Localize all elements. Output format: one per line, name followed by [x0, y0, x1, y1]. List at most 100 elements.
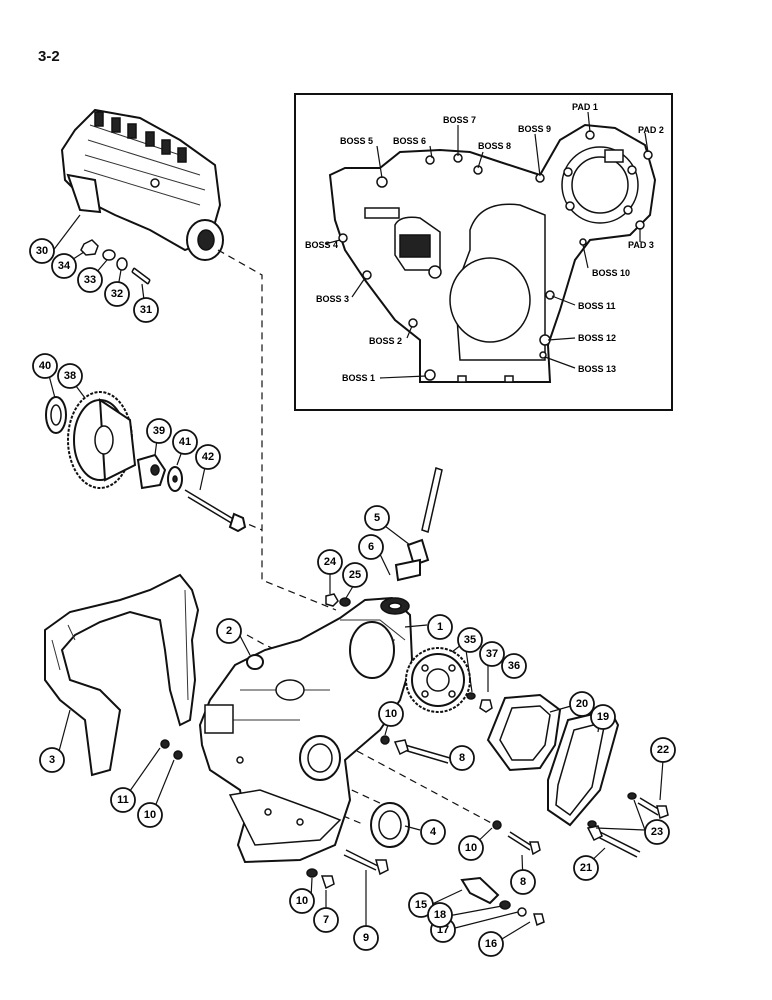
- callout-37: 37: [479, 641, 505, 667]
- callout-19-label: 19: [597, 711, 609, 723]
- callout-10d-label: 10: [144, 809, 156, 821]
- callout-42-label: 42: [202, 451, 214, 463]
- washer-25: [339, 597, 351, 607]
- label-boss-5: BOSS 5: [340, 136, 373, 146]
- callout-30: 30: [29, 238, 55, 264]
- bolt-42: [184, 489, 239, 528]
- callout-34-label: 34: [58, 260, 71, 272]
- callout-41: 41: [172, 429, 198, 455]
- callout-22: 22: [650, 737, 676, 763]
- label-boss-10: BOSS 10: [592, 268, 630, 278]
- access-cover-19: [547, 708, 620, 827]
- label-boss-1: BOSS 1: [342, 373, 375, 383]
- callout-16: 16: [478, 931, 504, 957]
- callout-31-label: 31: [140, 304, 152, 316]
- callout-2: 2: [216, 618, 242, 644]
- label-boss-4: BOSS 4: [305, 240, 338, 250]
- bracket-15: [460, 876, 500, 905]
- callout-8a-label: 8: [459, 752, 465, 764]
- callout-11: 11: [110, 787, 136, 813]
- callout-6: 6: [358, 534, 384, 560]
- callout-34: 34: [51, 253, 77, 279]
- label-pad-1: PAD 1: [572, 102, 598, 112]
- page-number: 3-2: [38, 48, 60, 65]
- callout-38: 38: [57, 363, 83, 389]
- callout-4-label: 4: [430, 826, 437, 838]
- callout-39-label: 39: [153, 425, 165, 437]
- callout-10b-label: 10: [465, 842, 477, 854]
- cam-gear: [405, 647, 471, 713]
- callout-24: 24: [317, 549, 343, 575]
- callout-7: 7: [313, 907, 339, 933]
- callout-22-label: 22: [657, 744, 669, 756]
- callout-32-label: 32: [111, 288, 123, 300]
- callout-31: 31: [133, 297, 159, 323]
- callout-25-label: 25: [349, 569, 361, 581]
- pump-hardware: [80, 239, 151, 285]
- callout-5: 5: [364, 505, 390, 531]
- inset-timing-cover-view: PAD 1 PAD 2 PAD 3 BOSS 5 BOSS 6 BOSS 7 B…: [294, 93, 673, 411]
- washer-33: [102, 249, 116, 261]
- callout-42: 42: [195, 444, 221, 470]
- callout-41-label: 41: [179, 436, 191, 448]
- washer-37: [466, 692, 476, 700]
- callout-8b: 8: [510, 869, 536, 895]
- callout-1-label: 1: [437, 621, 443, 633]
- callout-35-label: 35: [464, 634, 476, 646]
- callout-10b: 10: [458, 835, 484, 861]
- callout-5-label: 5: [374, 512, 380, 524]
- callout-10a-label: 10: [385, 708, 397, 720]
- callout-2-label: 2: [226, 625, 232, 637]
- callout-4: 4: [420, 819, 446, 845]
- callout-7-label: 7: [323, 914, 329, 926]
- callout-25: 25: [342, 562, 368, 588]
- label-boss-7: BOSS 7: [443, 115, 476, 125]
- callout-23-label: 23: [651, 826, 663, 838]
- front-cover-gasket: [44, 573, 200, 777]
- label-boss-2: BOSS 2: [369, 336, 402, 346]
- callout-37-label: 37: [486, 648, 498, 660]
- callout-40: 40: [32, 353, 58, 379]
- callout-40-label: 40: [39, 360, 51, 372]
- label-boss-12: BOSS 12: [578, 333, 616, 343]
- callout-6-label: 6: [368, 541, 374, 553]
- callout-24-label: 24: [324, 556, 337, 568]
- callout-10c: 10: [289, 888, 315, 914]
- callout-10d: 10: [137, 802, 163, 828]
- injection-pump: [60, 108, 224, 261]
- callout-8b-label: 8: [520, 876, 526, 888]
- callout-10c-label: 10: [296, 895, 308, 907]
- bolt-24: [325, 593, 339, 607]
- callout-33-label: 33: [84, 274, 96, 286]
- callout-30-label: 30: [36, 245, 48, 257]
- callout-3: 3: [39, 747, 65, 773]
- callout-23: 23: [644, 819, 670, 845]
- callout-21-label: 21: [580, 862, 592, 874]
- callout-19: 19: [590, 704, 616, 730]
- callout-18: 18: [427, 902, 453, 928]
- bolt-36: [479, 699, 493, 713]
- callout-10a: 10: [378, 701, 404, 727]
- idler-gear-assembly: [45, 391, 247, 533]
- washer-32: [116, 257, 128, 271]
- callout-9: 9: [353, 925, 379, 951]
- callout-9-label: 9: [363, 932, 369, 944]
- cover-gasket-20: [486, 693, 562, 772]
- callout-35: 35: [457, 627, 483, 653]
- callout-36-label: 36: [508, 660, 520, 672]
- callout-20-label: 20: [576, 698, 588, 710]
- label-boss-8: BOSS 8: [478, 141, 511, 151]
- callout-18-label: 18: [434, 909, 446, 921]
- label-boss-9: BOSS 9: [518, 124, 551, 134]
- label-pad-3: PAD 3: [628, 240, 654, 250]
- label-boss-3: BOSS 3: [316, 294, 349, 304]
- sensor-assembly: [380, 467, 443, 615]
- dowel-pin-2: [246, 654, 264, 670]
- callout-38-label: 38: [64, 370, 76, 382]
- callout-11-label: 11: [117, 794, 129, 806]
- callout-20: 20: [569, 691, 595, 717]
- callout-36: 36: [501, 653, 527, 679]
- stud-31: [131, 267, 151, 285]
- callout-33: 33: [77, 267, 103, 293]
- callout-16-label: 16: [485, 938, 497, 950]
